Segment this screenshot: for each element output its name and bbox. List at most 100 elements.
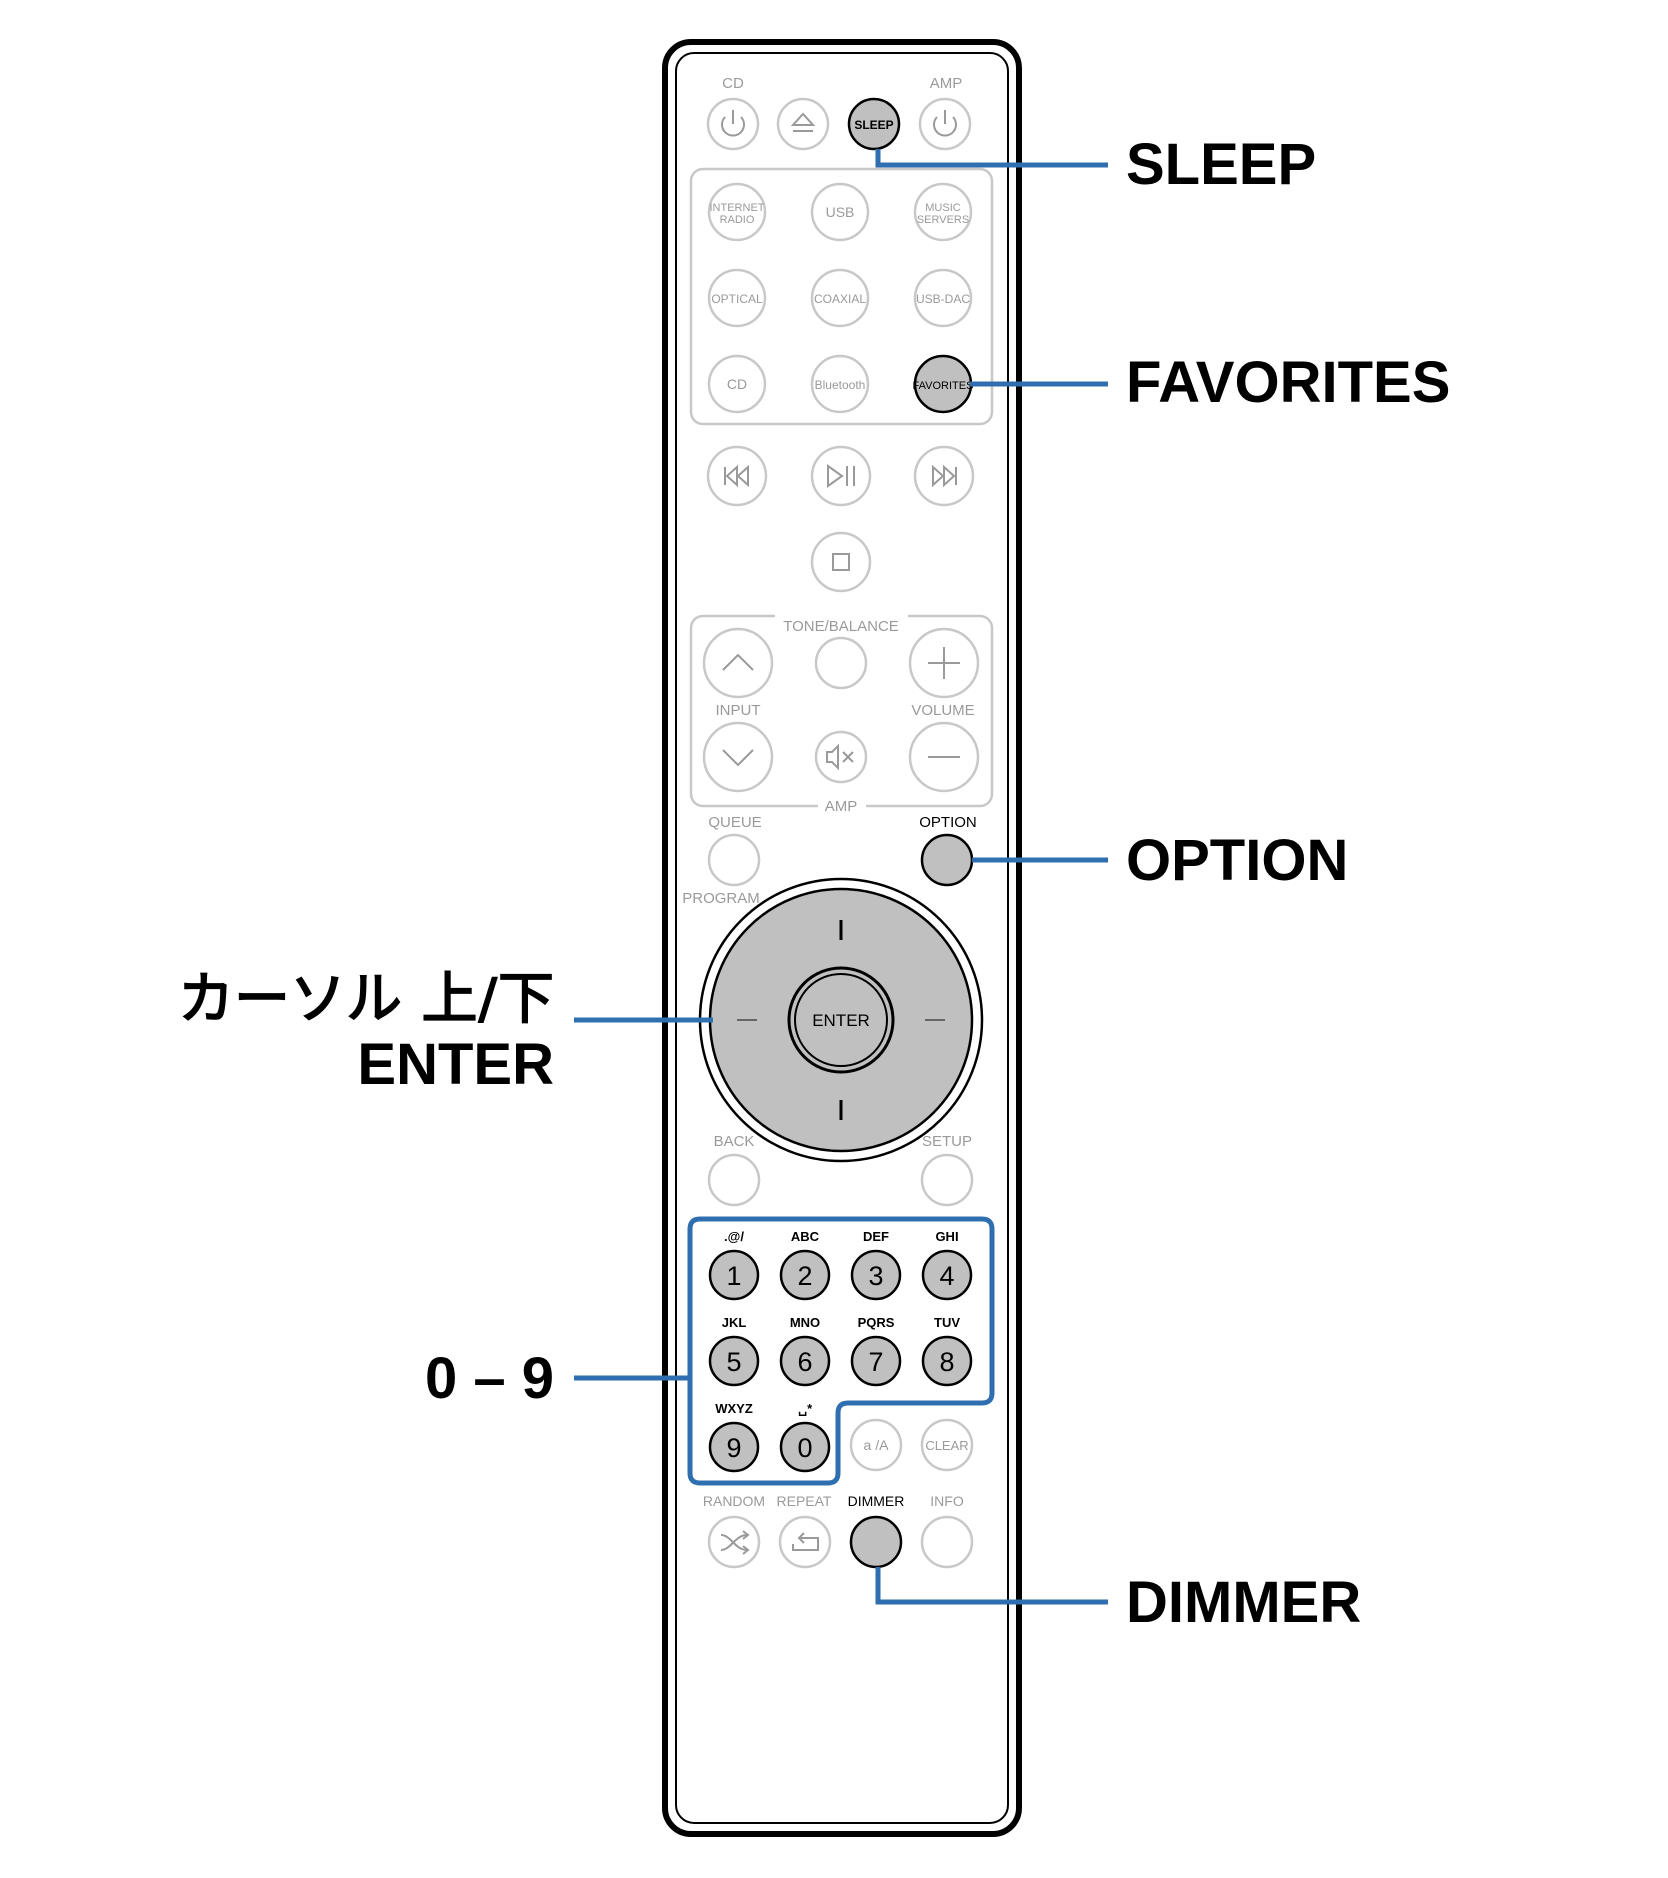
option-label: OPTION: [919, 814, 977, 831]
digit-label: 1: [726, 1261, 741, 1291]
setup-label: SETUP: [922, 1133, 972, 1150]
digit-letters: PQRS: [858, 1315, 895, 1330]
digit-label: 2: [797, 1261, 812, 1291]
tone-balance-label: TONE/BALANCE: [783, 618, 899, 635]
eject-button[interactable]: [776, 97, 830, 151]
volume-up-button[interactable]: [908, 627, 980, 699]
power-icon: [933, 110, 957, 137]
source-button-cd[interactable]: CD: [707, 354, 767, 414]
queue-button[interactable]: [707, 833, 761, 887]
amp-power-button[interactable]: [918, 97, 972, 151]
source-button-label: RADIO: [720, 214, 755, 226]
callout-cursor: カーソル 上/下: [178, 967, 554, 1032]
skip-back-icon: [724, 464, 749, 488]
digit-label: 7: [868, 1347, 883, 1377]
source-panel: [689, 167, 994, 426]
play-pause-button[interactable]: [810, 445, 872, 507]
stop-button[interactable]: [810, 531, 872, 593]
skip-back-button[interactable]: [706, 445, 768, 507]
source-button-label: CD: [727, 376, 747, 392]
digit-label: 3: [868, 1261, 883, 1291]
callout-dimmer: DIMMER: [1126, 1570, 1361, 1635]
digit-letters: MNO: [790, 1315, 820, 1330]
chevron-up-icon: [722, 653, 754, 671]
volume-down-button[interactable]: [908, 721, 980, 793]
eject-icon: [790, 112, 816, 132]
source-button-label: Bluetooth: [815, 378, 866, 392]
source-button-usb[interactable]: USB: [810, 182, 870, 242]
input-down-button[interactable]: [702, 721, 774, 793]
digit-button-2[interactable]: ABC 2: [779, 1229, 831, 1301]
setup-button[interactable]: [920, 1153, 974, 1207]
cd-label: CD: [722, 75, 744, 92]
repeat-button[interactable]: [778, 1515, 832, 1569]
source-button-label: FAVORITES: [913, 380, 974, 392]
callout-favorites: FAVORITES: [1126, 350, 1450, 415]
dimmer-callout-line: [875, 1567, 1108, 1605]
case-button[interactable]: a /A: [849, 1418, 903, 1472]
source-button-favorites[interactable]: FAVORITES: [913, 354, 974, 414]
random-button[interactable]: [707, 1515, 761, 1569]
digit-button-7[interactable]: PQRS 7: [850, 1315, 902, 1387]
back-button[interactable]: [707, 1153, 761, 1207]
enter-button[interactable]: ENTER: [787, 966, 895, 1074]
repeat-label: REPEAT: [777, 1493, 832, 1509]
source-button-bluetooth[interactable]: Bluetooth: [810, 354, 870, 414]
digit-letters: WXYZ: [715, 1401, 753, 1416]
dimmer-label: DIMMER: [848, 1493, 905, 1509]
random-label: RANDOM: [703, 1493, 765, 1509]
source-button-label: INTERNET: [710, 202, 765, 214]
clear-button[interactable]: CLEAR: [920, 1418, 974, 1472]
input-up-button[interactable]: [702, 627, 774, 699]
callout-lines: [574, 149, 1108, 1605]
source-button-coaxial[interactable]: COAXIAL: [810, 268, 870, 328]
digit-letters: TUV: [934, 1315, 960, 1330]
amp-top-label: AMP: [930, 75, 963, 92]
digit-button-9[interactable]: WXYZ 9: [708, 1401, 760, 1473]
amp-panel-label: AMP: [825, 798, 858, 815]
skip-forward-button[interactable]: [913, 445, 975, 507]
digit-letters: ABC: [791, 1229, 820, 1244]
digit-letters: .@/: [724, 1229, 744, 1244]
source-button-label: COAXIAL: [814, 292, 866, 306]
repeat-icon: [792, 1532, 819, 1551]
sleep-button[interactable]: SLEEP: [847, 97, 901, 151]
volume-label: VOLUME: [911, 702, 974, 719]
digit-label: 9: [726, 1433, 741, 1463]
mute-button[interactable]: [814, 730, 868, 784]
source-button-label: OPTICAL: [711, 292, 763, 306]
digit-label: 8: [939, 1347, 954, 1377]
transport-row: [706, 445, 975, 593]
callout-option: OPTION: [1126, 828, 1348, 893]
power-icon: [721, 110, 745, 137]
source-button-usb-dac[interactable]: USB-DAC: [913, 268, 973, 328]
info-button[interactable]: [920, 1515, 974, 1569]
tone-balance-button[interactable]: [814, 636, 868, 690]
digit-button-0[interactable]: ␣*0: [779, 1401, 831, 1473]
digit-label: 5: [726, 1347, 741, 1377]
cd-power-button[interactable]: [706, 97, 760, 151]
digit-button-1[interactable]: .@/ 1: [708, 1229, 760, 1301]
clear-button-label: CLEAR: [925, 1438, 968, 1453]
stop-icon: [832, 553, 850, 571]
play-pause-icon: [827, 464, 855, 488]
digit-button-8[interactable]: TUV 8: [921, 1315, 973, 1387]
shuffle-icon: [720, 1530, 750, 1555]
skip-forward-icon: [932, 464, 957, 488]
case-button-label: a /A: [864, 1437, 890, 1453]
option-button[interactable]: [920, 833, 974, 887]
amp-panel: TONE/BALANCE AMP INPUT VOLUME: [689, 610, 994, 815]
source-button-optical[interactable]: OPTICAL: [707, 268, 767, 328]
mute-icon: [826, 743, 854, 771]
back-label: BACK: [714, 1133, 755, 1150]
dimmer-button[interactable]: [849, 1515, 903, 1569]
source-button-label: SERVERS: [917, 214, 969, 226]
callout-digits: 0 – 9: [425, 1346, 554, 1411]
